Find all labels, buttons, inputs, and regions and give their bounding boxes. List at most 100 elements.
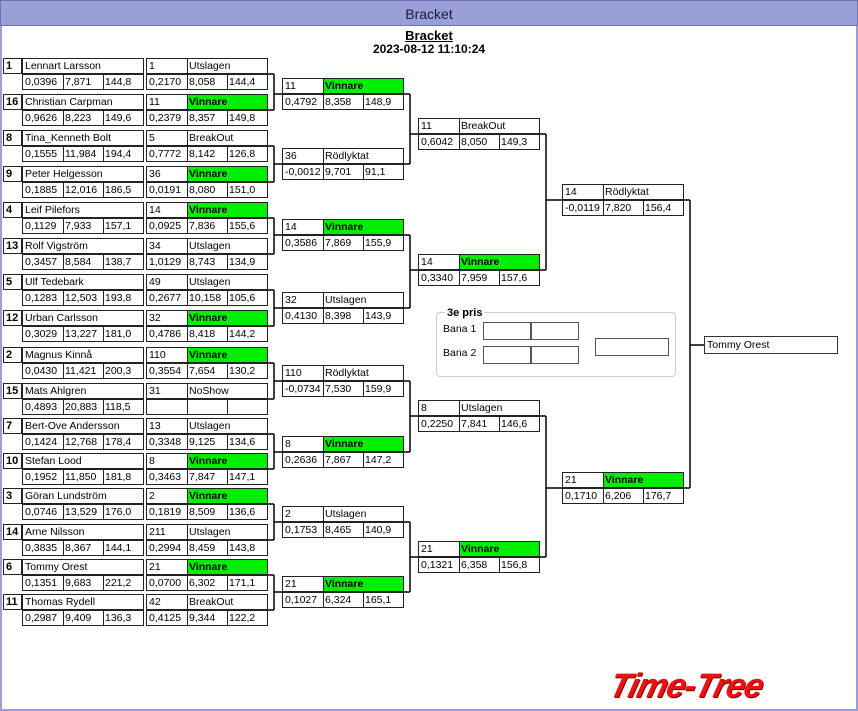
entry-header-row: Lennart Larsson bbox=[22, 58, 144, 74]
lane2-slot-a[interactable] bbox=[483, 346, 531, 364]
cell-divider bbox=[103, 470, 104, 484]
cell-divider bbox=[103, 576, 104, 590]
speed: 193,8 bbox=[105, 292, 132, 304]
entry-header-row: Stefan Lood bbox=[22, 453, 144, 469]
cell-divider bbox=[363, 165, 364, 179]
lane2-slot-b[interactable] bbox=[531, 346, 579, 364]
elapsed-time: 6,358 bbox=[461, 559, 488, 571]
seed-number: 12 bbox=[3, 310, 22, 326]
lane1-slot-b[interactable] bbox=[531, 322, 579, 340]
speed: 122,2 bbox=[229, 612, 256, 624]
reaction-time: 0,2250 bbox=[421, 418, 454, 430]
elapsed-time: 9,701 bbox=[325, 166, 352, 178]
car-number: 11 bbox=[149, 96, 160, 108]
cell-divider bbox=[187, 595, 188, 609]
status-label: Vinnare bbox=[323, 437, 403, 451]
third-place-caption: 3e pris bbox=[445, 307, 485, 319]
third-place-panel: 3e pris Bana 1 Bana 2 bbox=[436, 307, 676, 377]
reaction-time: 0,3586 bbox=[285, 237, 318, 249]
entry-header-row: Göran Lundström bbox=[22, 488, 144, 504]
car-number: 8 bbox=[149, 455, 155, 467]
elapsed-time: 11,984 bbox=[65, 148, 97, 160]
cell-divider bbox=[363, 593, 364, 607]
elapsed-time: 11,850 bbox=[65, 471, 97, 483]
cell-divider bbox=[187, 275, 188, 289]
car-number: 31 bbox=[149, 385, 161, 397]
status-label: Utslagen bbox=[461, 402, 503, 414]
third-place-result[interactable] bbox=[595, 338, 669, 356]
cell-divider bbox=[63, 111, 64, 125]
cell-divider bbox=[187, 364, 188, 378]
speed: 144,8 bbox=[105, 76, 132, 88]
speed: 156,4 bbox=[645, 202, 672, 214]
elapsed-time: 9,125 bbox=[189, 436, 216, 448]
lane1-slot-a[interactable] bbox=[483, 322, 531, 340]
seed-number: 9 bbox=[3, 166, 22, 182]
elapsed-time: 13,529 bbox=[65, 506, 98, 518]
status-label: Utslagen bbox=[325, 294, 367, 306]
elapsed-time: 8,142 bbox=[189, 148, 216, 160]
reaction-time: 0,2379 bbox=[149, 112, 182, 124]
driver-name: Urban Carlsson bbox=[25, 312, 98, 324]
car-number: 49 bbox=[149, 276, 161, 288]
elapsed-time: 8,465 bbox=[325, 524, 352, 536]
reaction-time: 0,2170 bbox=[149, 76, 182, 88]
elapsed-time: 8,398 bbox=[325, 310, 352, 322]
speed: 140,9 bbox=[365, 524, 392, 536]
